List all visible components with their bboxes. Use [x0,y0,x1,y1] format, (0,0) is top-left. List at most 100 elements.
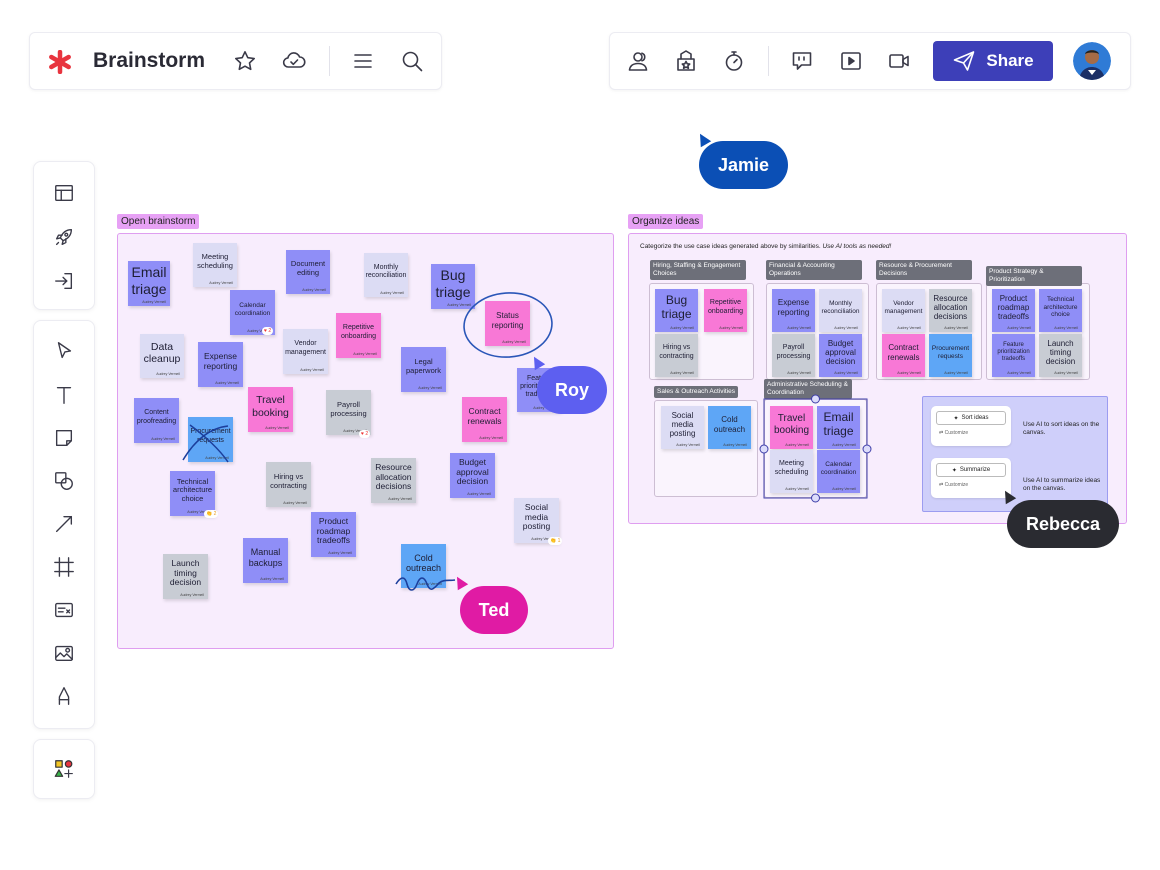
sparkle-icon: ✦ [953,415,959,422]
login-icon[interactable] [49,266,79,296]
category-group-label[interactable]: Hiring, Staffing & Engagement Choices [650,260,746,280]
video-icon[interactable] [885,47,913,75]
instructions-emphasis: Use AI tools as needed! [822,243,892,250]
share-button[interactable]: Share [933,41,1053,81]
sticky-note-text: Contract renewals [467,405,502,426]
rocket-icon[interactable] [49,222,79,252]
users-icon[interactable] [624,47,652,75]
star-icon[interactable] [231,47,259,75]
board-title[interactable]: Brainstorm [93,49,206,72]
layout-icon[interactable] [49,178,79,208]
sticky-note-author: Audrey Vermeil [180,592,204,597]
sticky-note-author: Audrey Vermeil [832,442,856,447]
timer-icon[interactable] [720,47,748,75]
summarize-customize-link[interactable]: ⇄ Customize [939,482,969,488]
play-icon[interactable] [837,47,865,75]
open-brainstorm-label[interactable]: Open brainstorm [117,214,200,229]
category-group-label[interactable]: Product Strategy & Prioritization [986,266,1082,286]
sticky-note-author: Audrey Vermeil [247,328,271,333]
category-group-label[interactable]: Financial & Accounting Operations [766,260,862,280]
asterisk-logo-icon[interactable] [46,48,74,76]
text-icon[interactable] [49,380,79,410]
organize-instructions: Categorize the use case ideas generated … [640,243,891,250]
image-icon[interactable] [49,638,79,668]
sort-ideas-description: Use AI to sort ideas on the canvas. [1023,421,1100,437]
sticky-note-author: Audrey Vermeil [265,425,289,430]
sort-ideas-button[interactable]: ✦Sort ideas [936,411,1006,425]
marker-icon[interactable] [49,681,79,711]
cloud-check-icon[interactable] [280,47,308,75]
pointer-icon[interactable] [49,336,79,366]
sticky-note-author: Audrey Vermeil [787,370,811,375]
template-star-icon[interactable] [672,47,700,75]
category-group-label[interactable]: Resource & Procurement Decisions [876,260,972,280]
sticky-note-text: Data cleanup [143,340,181,365]
frame-icon[interactable] [49,552,79,582]
add-apps-icon[interactable] [49,754,79,784]
summarize-button[interactable]: ✦Summarize [936,463,1006,477]
organize-ideas-label[interactable]: Organize ideas [628,214,704,229]
sticky-note-author: Audrey Vermeil [676,442,700,447]
category-group-label[interactable]: Administrative Scheduling & Coordination [764,379,852,399]
comment-icon[interactable] [788,47,816,75]
category-group-label[interactable]: Sales & Outreach Activities [654,386,739,398]
search-icon[interactable] [398,47,426,75]
sticky-note-icon[interactable] [49,423,79,453]
avatar[interactable] [1073,42,1111,80]
sort-customize-link[interactable]: ⇄ Customize [939,430,969,436]
sticky-note-text: Social media posting [669,410,696,439]
arrow-line-icon[interactable] [49,509,79,539]
hamburger-menu-icon[interactable] [349,47,377,75]
shapes-icon[interactable] [49,466,79,496]
card-icon[interactable] [49,595,79,625]
sticky-note-text: Email triage [131,264,167,297]
